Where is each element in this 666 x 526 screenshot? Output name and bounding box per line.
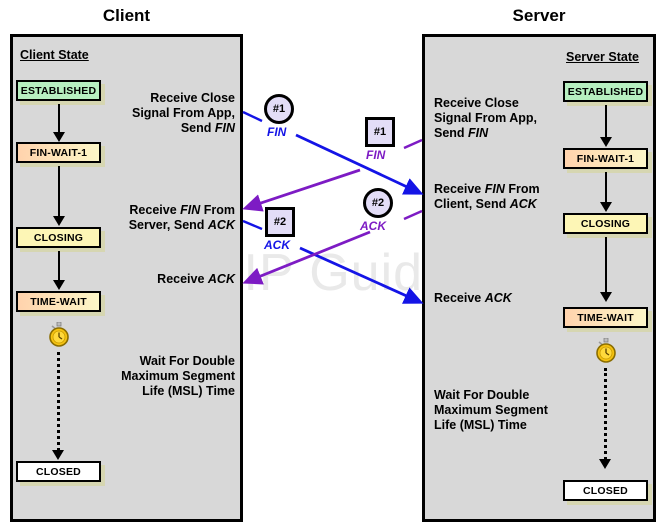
server-arrow-finwait1-to-closing [599,172,613,212]
client-note-line: Receive Close [150,91,235,105]
stopwatch-icon [594,337,618,364]
client-note-line: Receive ACK [157,272,235,286]
client-state-fin-wait-1: FIN-WAIT-1 [16,142,101,163]
server-state-established: ESTABLISHED [563,81,648,102]
server-message-label-fin: FIN [366,148,386,162]
client-state-closed: CLOSED [16,461,101,482]
client-arrow-established-to-finwait1 [52,104,66,142]
client-message-label-fin: FIN [267,125,287,139]
server-note-line: Send FIN [434,126,489,140]
server-note-msl-wait: Wait For Double Maximum Segment Life (MS… [434,388,579,433]
server-note-line: Wait For Double [434,388,530,402]
client-note-send-fin: Receive Close Signal From App, Send FIN [108,91,235,136]
client-note-line: Wait For Double [139,354,235,368]
server-message-marker-1: #1 [365,117,395,147]
client-arrow-closing-to-timewait [52,251,66,290]
client-fin-arrow [295,133,424,195]
client-note-line: Send FIN [180,121,235,135]
stopwatch-icon [47,321,71,348]
client-message-label-ack: ACK [264,238,290,252]
server-note-line: Receive Close [434,96,519,110]
server-arrow-timewait-to-closed [598,368,612,469]
server-title: Server [512,6,566,25]
client-note-receive-fin: Receive FIN From Server, Send ACK [100,203,235,233]
client-state-closing: CLOSING [16,227,101,248]
server-note-send-fin: Receive Close Signal From App, Send FIN [434,96,569,141]
client-arrow-timewait-to-closed [51,352,65,460]
server-arrow-closing-to-timewait [599,237,613,302]
server-note-line: Maximum Segment [434,403,548,417]
server-ack-stub [403,209,423,221]
client-note-line: Life (MSL) Time [142,384,235,398]
server-note-line: Receive FIN From [434,182,540,196]
server-note-receive-fin: Receive FIN From Client, Send ACK [434,182,574,212]
client-note-line: Server, Send ACK [128,218,235,232]
client-panel [10,34,243,522]
server-state-fin-wait-1: FIN-WAIT-1 [563,148,648,169]
server-state-closed: CLOSED [563,480,648,501]
client-note-msl-wait: Wait For Double Maximum Segment Life (MS… [100,354,235,399]
client-note-line: Signal From App, [131,106,235,120]
server-note-line: Client, Send ACK [434,197,537,211]
client-arrow-finwait1-to-closing [52,166,66,226]
server-note-receive-ack: Receive ACK [434,291,569,306]
client-state-established: ESTABLISHED [16,80,101,101]
client-note-line: Maximum Segment [121,369,235,383]
server-message-label-ack: ACK [360,219,386,233]
client-note-receive-ack: Receive ACK [108,272,235,287]
server-state-heading: Server State [566,50,639,64]
server-message-marker-2: #2 [363,188,393,218]
client-note-line: Receive FIN From [129,203,235,217]
client-state-time-wait: TIME-WAIT [16,291,101,312]
client-fin-stub [242,110,263,123]
client-message-marker-2: #2 [265,207,295,237]
client-message-marker-1: #1 [264,94,294,124]
server-note-line: Life (MSL) Time [434,418,527,432]
server-note-line: Receive ACK [434,291,512,305]
server-state-time-wait: TIME-WAIT [563,307,648,328]
client-state-heading: Client State [20,48,89,62]
server-note-line: Signal From App, [434,111,538,125]
client-title: Client [102,6,151,25]
server-panel [422,34,656,522]
client-ack-stub [242,219,263,231]
server-arrow-established-to-finwait1 [599,105,613,147]
server-state-closing: CLOSING [563,213,648,234]
server-fin-arrow [242,168,361,212]
server-fin-stub [403,138,423,150]
